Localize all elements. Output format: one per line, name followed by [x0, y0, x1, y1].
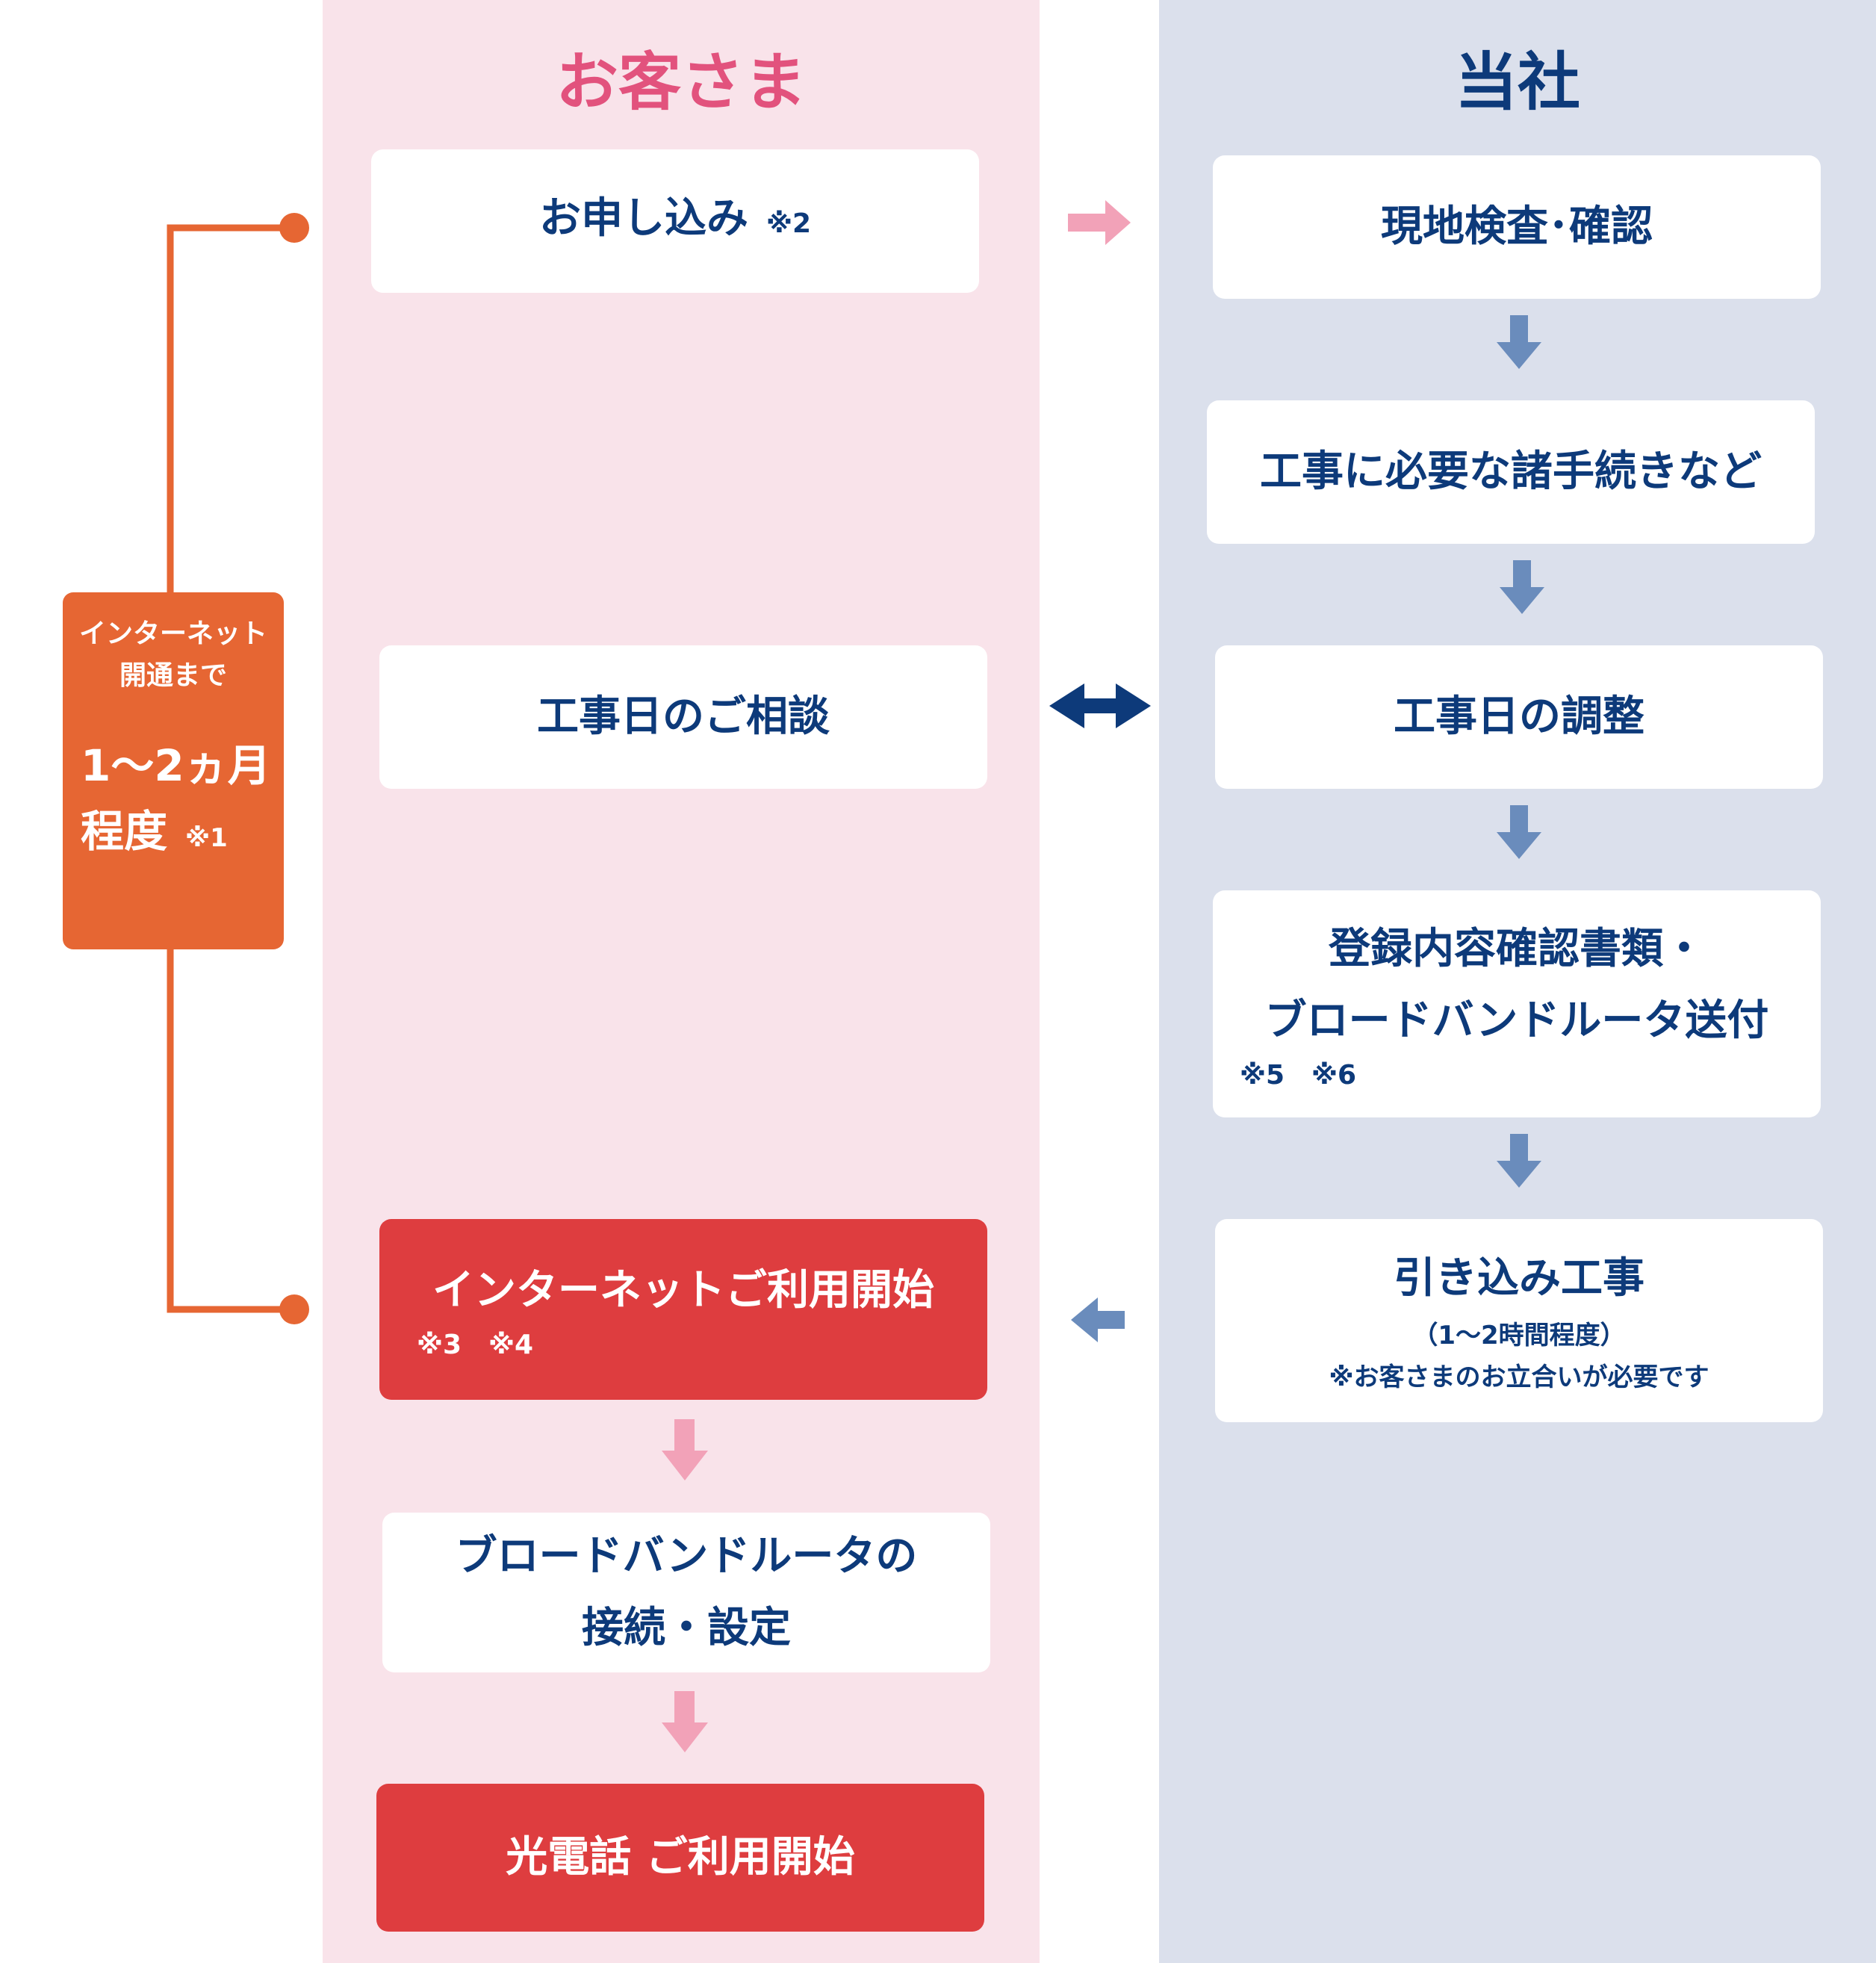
step-survey-label: 現地検査･確認: [1381, 202, 1653, 251]
arrow-double-navy-icon: [1049, 683, 1151, 728]
step-construction-sub: （1〜2時間程度）: [1412, 1321, 1626, 1350]
duration-panel: インターネット 開通まで 1〜2ヵ月 程度 ※1: [63, 592, 284, 949]
step-construction: 引き込み工事 （1〜2時間程度） ※お客さまのお立合いが必要です: [1215, 1219, 1823, 1422]
bracket-end-dot: [279, 1294, 309, 1324]
step-shipping-line1: 登録内容確認書類・: [1329, 925, 1705, 973]
step-schedule-label: 工事日の調整: [1394, 692, 1644, 741]
duration-note: ※1: [185, 823, 228, 853]
step-schedule: 工事日の調整: [1215, 645, 1823, 789]
step-router-setup: ブロードバンドルータの 接続・設定: [382, 1513, 990, 1672]
customer-column-title: お客さま: [555, 46, 807, 119]
step-router-setup-line1: ブロードバンドルータの: [455, 1532, 918, 1581]
duration-line2: 開通まで: [119, 660, 227, 691]
step-shipping-notes: ※5 ※6: [1240, 1060, 1357, 1091]
duration-unit: 程度: [81, 806, 168, 857]
step-internet-start: インターネットご利用開始 ※3 ※4: [379, 1219, 987, 1400]
step-internet-start-notes: ※3 ※4: [417, 1330, 534, 1360]
arrow-right-pink-icon: [1068, 200, 1131, 245]
arrow-left-blue-icon: [1071, 1297, 1125, 1342]
step-shipping: 登録内容確認書類・ ブロードバンドルータ送付 ※5 ※6: [1213, 890, 1821, 1117]
company-column-title: 当社: [1454, 46, 1580, 119]
step-apply: お申し込み ※2: [371, 149, 979, 293]
step-procedures: 工事に必要な諸手続きなど: [1207, 400, 1815, 544]
step-procedures-label: 工事に必要な諸手続きなど: [1260, 447, 1762, 496]
duration-value: 1〜2ヵ月: [81, 740, 271, 791]
step-phone-start: 光電話 ご利用開始: [376, 1784, 984, 1932]
step-apply-note: ※2: [765, 208, 812, 239]
step-phone-start-label: 光電話 ご利用開始: [506, 1833, 855, 1882]
bracket-start-dot: [279, 213, 309, 243]
step-survey: 現地検査･確認: [1213, 155, 1821, 299]
duration-line1: インターネット: [78, 618, 267, 649]
step-construction-note: ※お客さまのお立合いが必要です: [1329, 1362, 1709, 1392]
step-consult: 工事日のご相談: [379, 645, 987, 789]
step-apply-label: お申し込み: [538, 193, 748, 243]
step-construction-label: 引き込み工事: [1394, 1254, 1644, 1303]
step-shipping-line2: ブロードバンドルータ送付: [1264, 996, 1769, 1045]
step-consult-label: 工事日のご相談: [537, 692, 830, 741]
step-router-setup-line2: 接続・設定: [582, 1604, 791, 1652]
step-internet-start-label: インターネットご利用開始: [432, 1266, 934, 1315]
